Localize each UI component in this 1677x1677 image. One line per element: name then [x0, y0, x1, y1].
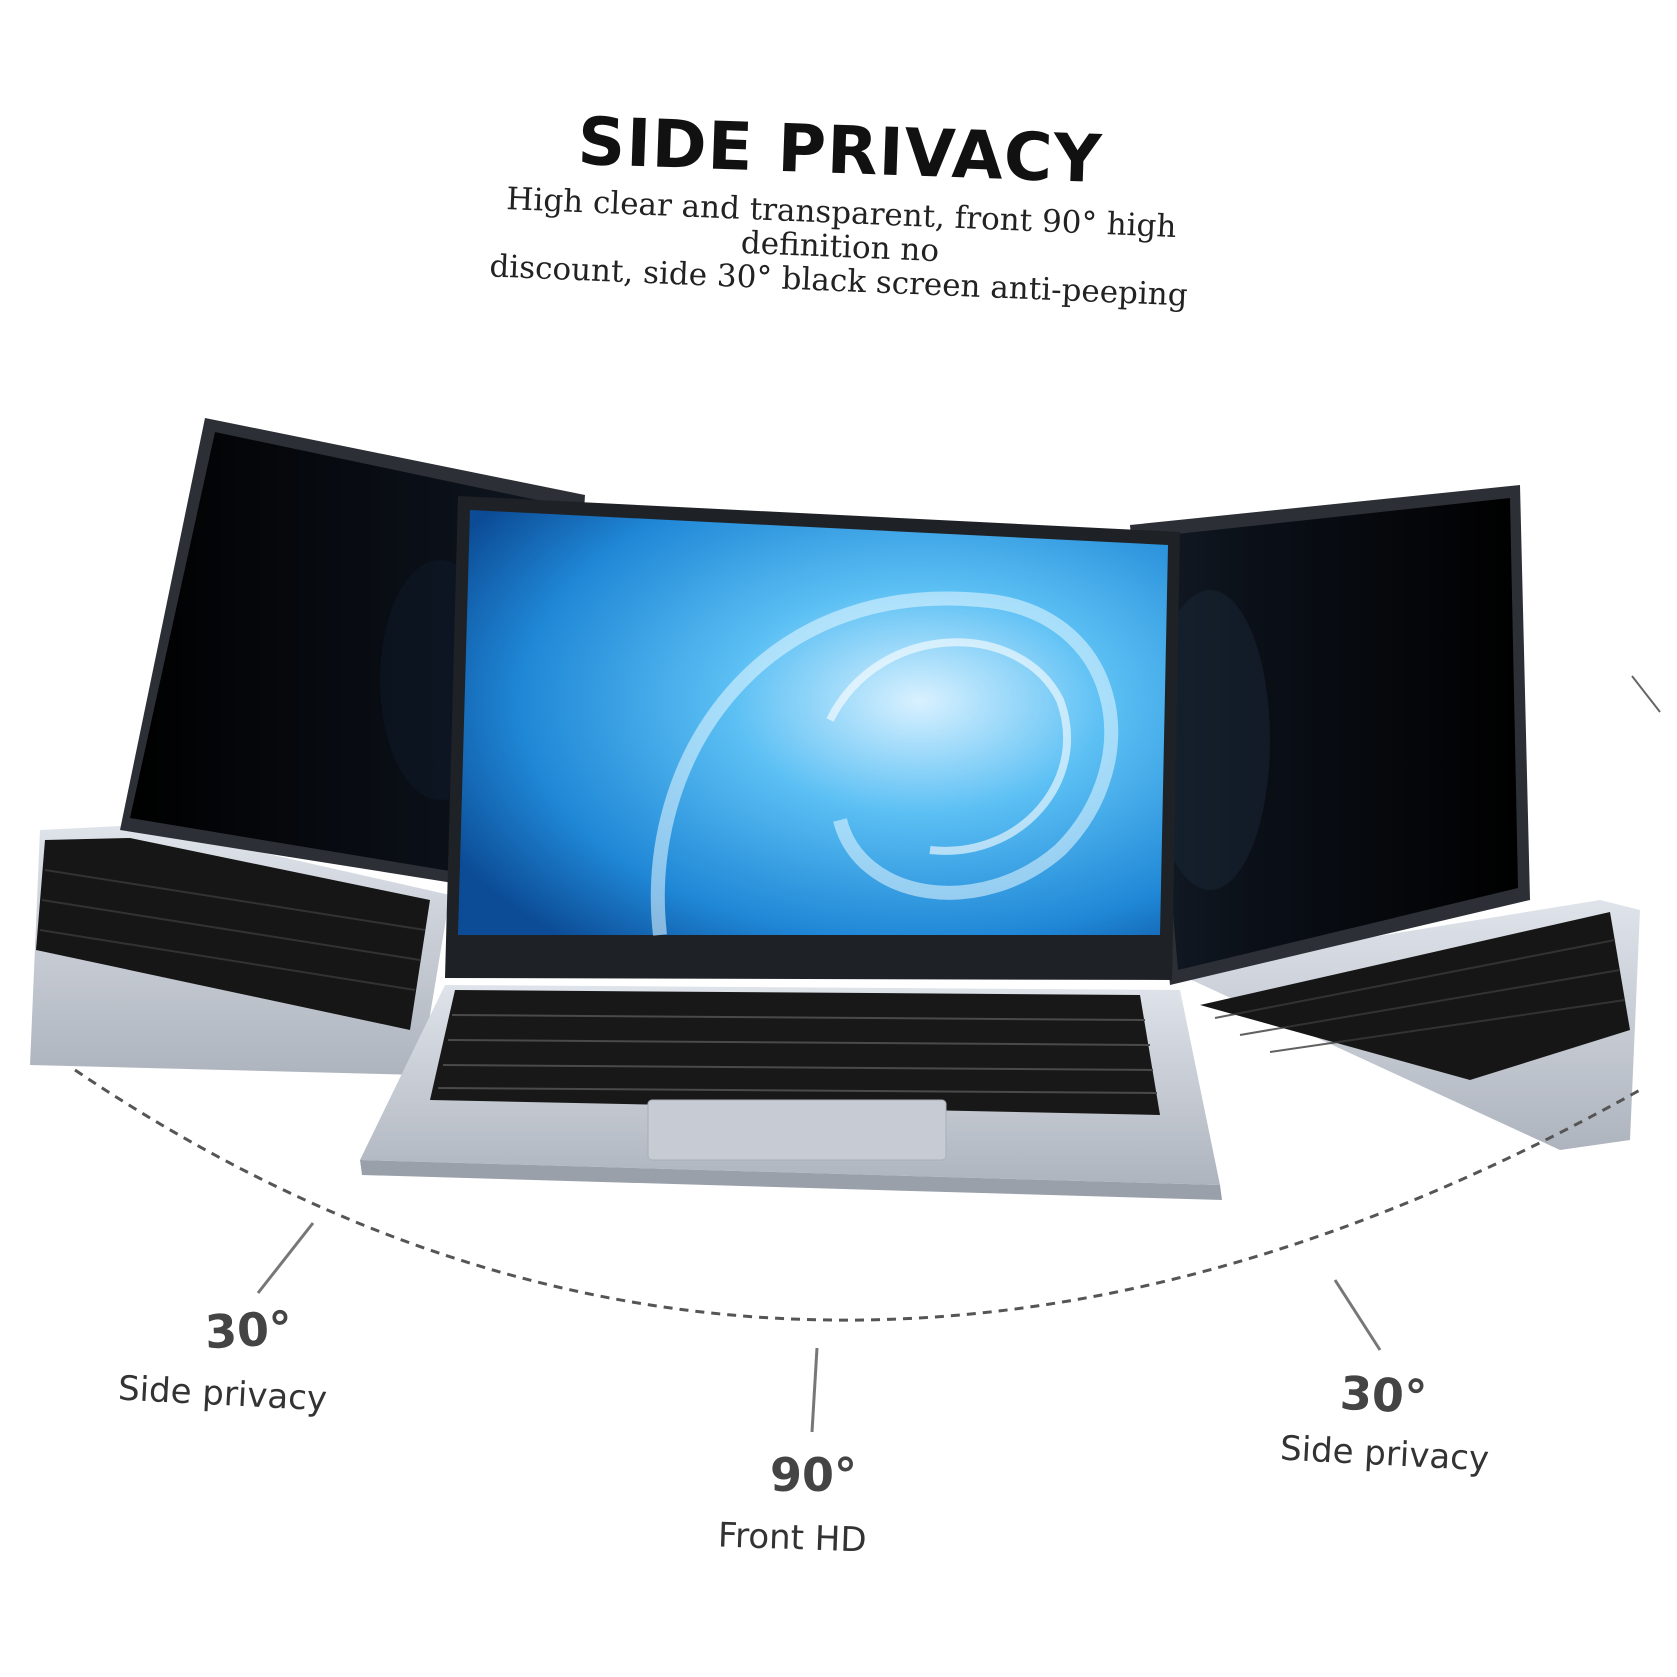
right-privacy-screen [1140, 498, 1518, 970]
viewing-angle-arc [74, 1068, 1641, 1322]
center-laptop-touchpad [647, 1099, 947, 1161]
right-laptop [1130, 485, 1640, 1150]
right-angle-pointer [1333, 1279, 1382, 1351]
front-angle-degrees: 90° [770, 1448, 858, 1502]
front-angle-pointer [810, 1347, 819, 1433]
edge-mark [1631, 675, 1661, 713]
front-angle-label: Front HD [717, 1515, 868, 1561]
center-laptop-keyboard [430, 990, 1160, 1115]
left-angle-degrees: 30° [203, 1300, 294, 1360]
center-hd-screen [458, 510, 1168, 935]
right-laptop-keyboard [1200, 912, 1630, 1080]
center-laptop [360, 496, 1222, 1200]
left-laptop-keyboard [36, 838, 430, 1030]
left-angle-pointer [256, 1222, 315, 1294]
right-angle-degrees: 30° [1338, 1365, 1429, 1425]
